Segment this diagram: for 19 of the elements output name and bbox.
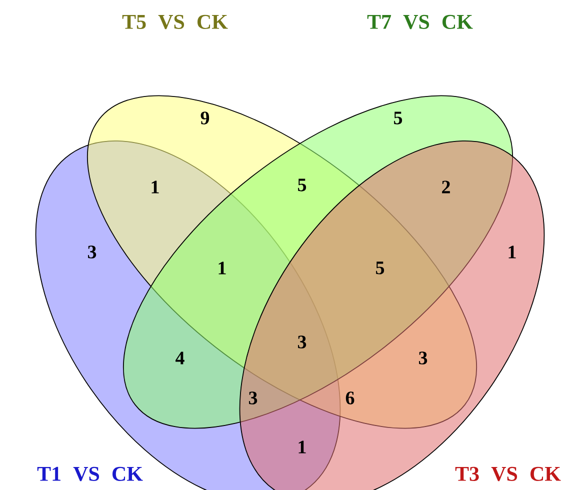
region-count: 1 <box>218 262 226 274</box>
region-count: 6 <box>346 392 354 404</box>
region-count: 1 <box>508 246 516 258</box>
region-count: 1 <box>298 440 306 454</box>
set-label: T7 VS CK <box>367 14 473 30</box>
set-label: T1 VS CK <box>37 466 143 482</box>
region-count: 9 <box>200 112 210 124</box>
region-count: 1 <box>152 180 159 194</box>
region-count: 4 <box>176 352 184 364</box>
region-count: 3 <box>88 246 96 258</box>
region-count: 5 <box>298 178 306 192</box>
region-count: 2 <box>442 180 450 194</box>
region-count: 3 <box>418 352 428 364</box>
region-count: 5 <box>394 112 402 124</box>
region-count: 3 <box>248 392 258 404</box>
set-label: T5 VS CK <box>122 14 228 30</box>
set-label: T3 VS CK <box>455 466 561 482</box>
region-count: 3 <box>298 336 306 348</box>
region-count: 5 <box>376 262 384 274</box>
